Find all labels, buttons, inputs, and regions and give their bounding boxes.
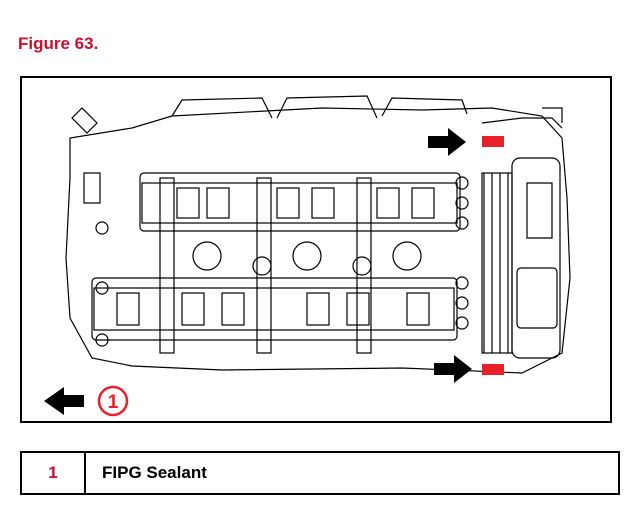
- cylinder-head-diagram: 1: [44, 95, 571, 417]
- callout-circle: [97, 385, 129, 417]
- legend-description: FIPG Sealant: [102, 463, 207, 482]
- arrow-right-icon: [434, 355, 472, 383]
- diagram-frame: 1: [20, 76, 612, 423]
- figure-title: Figure 63.: [18, 34, 99, 53]
- legend-number: 1: [22, 453, 86, 493]
- sealant-marker-top: [482, 136, 504, 147]
- legend-table: 1 FIPG Sealant: [20, 451, 620, 495]
- arrow-right-icon: [428, 128, 466, 156]
- arrow-left-icon: [44, 387, 84, 415]
- sealant-marker-bottom: [482, 364, 504, 375]
- callout-number: 1: [108, 392, 119, 413]
